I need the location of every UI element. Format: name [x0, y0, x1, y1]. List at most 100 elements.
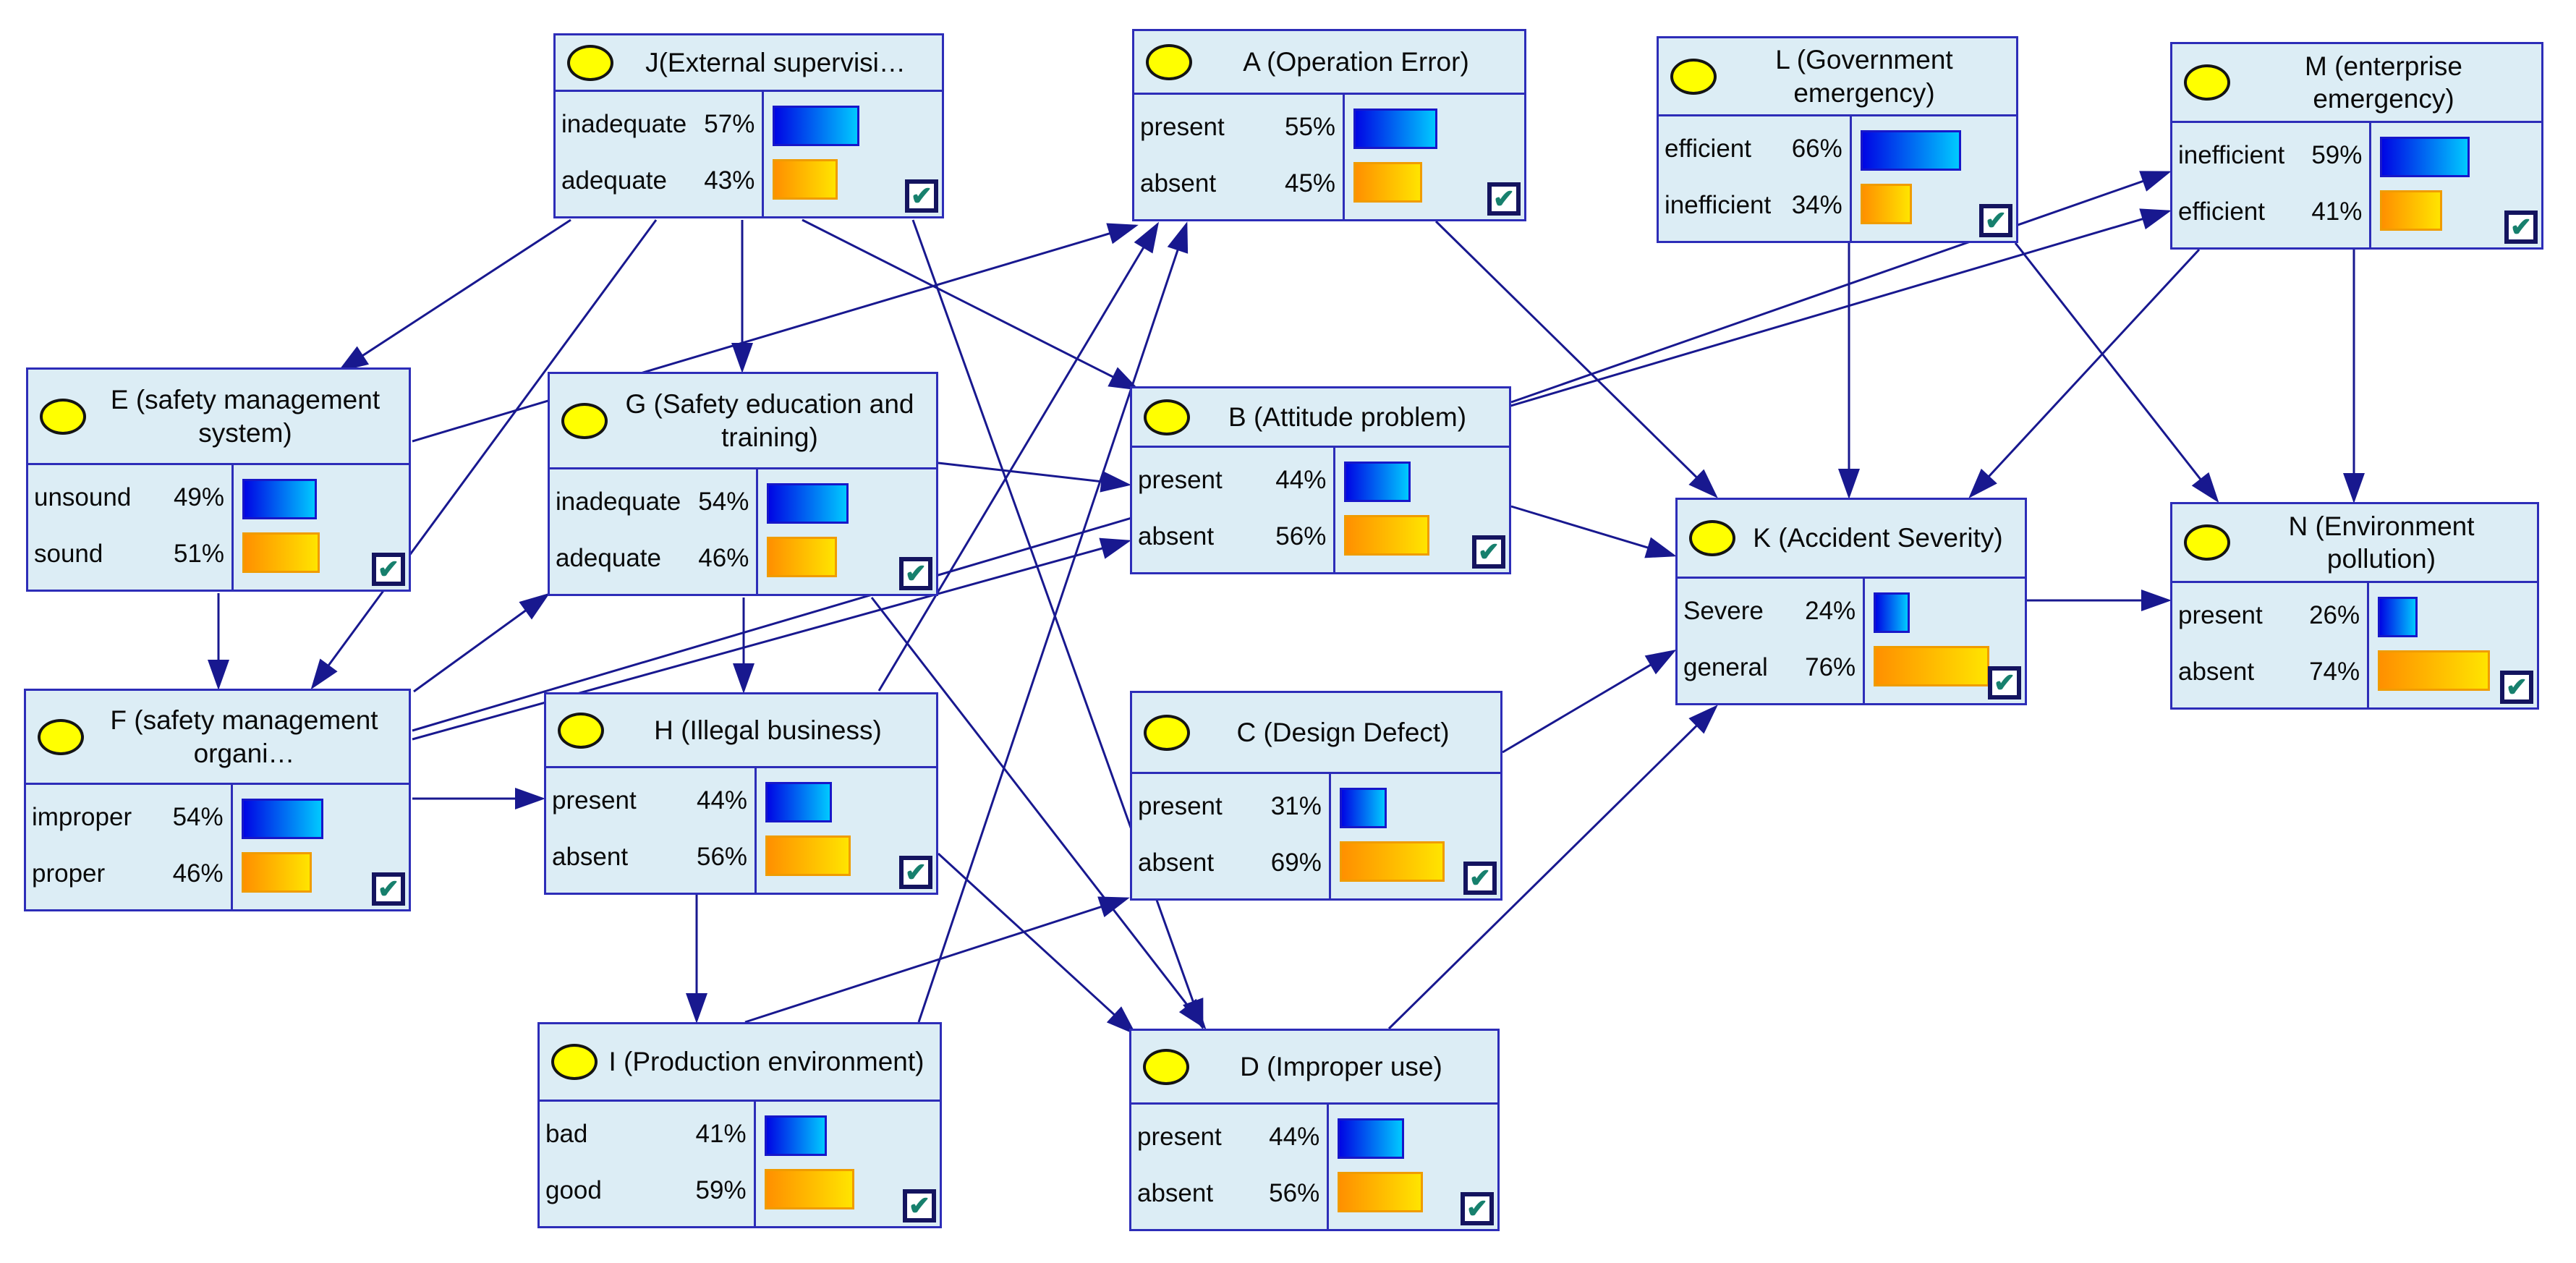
checkmark-icon: ✔ — [1984, 205, 2007, 235]
state-row: absent 56% — [552, 843, 747, 872]
state-label: good — [545, 1176, 602, 1204]
bn-node-K[interactable]: K (Accident Severity) Severe 24% general… — [1675, 498, 2027, 705]
probability-bar-blue — [1339, 788, 1387, 828]
probability-bar-orange — [1344, 515, 1430, 556]
edge-H-D — [937, 852, 1136, 1035]
node-state-oval-icon — [38, 718, 84, 755]
node-title: A (Operation Error) — [1243, 46, 1469, 77]
state-percent: 66% — [1791, 135, 1842, 163]
state-label: adequate — [561, 166, 667, 195]
node-checkbox[interactable]: ✔ — [903, 1189, 936, 1222]
node-states-area: present 55% absent 45% — [1134, 95, 1524, 219]
state-bars-column — [757, 768, 936, 893]
bn-node-J[interactable]: J(External supervisi… inadequate 57% ade… — [553, 33, 944, 218]
node-checkbox[interactable]: ✔ — [1461, 1192, 1494, 1225]
state-percent: 55% — [1284, 113, 1336, 141]
state-row: present 44% — [1137, 1123, 1319, 1152]
node-checkbox[interactable]: ✔ — [2500, 671, 2533, 704]
state-labels-column: improper 54% proper 46% — [26, 785, 233, 909]
bn-node-D[interactable]: D (Improper use) present 44% absent 56% … — [1129, 1029, 1500, 1231]
state-row: improper 54% — [32, 803, 224, 832]
node-checkbox[interactable]: ✔ — [905, 179, 938, 213]
state-label: adequate — [556, 544, 661, 572]
node-state-oval-icon — [2184, 64, 2230, 101]
bn-node-N[interactable]: N (Environment pollution) present 26% ab… — [2170, 502, 2539, 710]
state-percent: 44% — [1275, 466, 1327, 494]
node-checkbox[interactable]: ✔ — [372, 872, 405, 906]
state-row: inadequate 57% — [561, 110, 754, 139]
state-percent: 56% — [696, 843, 748, 871]
state-percent: 34% — [1791, 191, 1842, 219]
state-label: sound — [34, 540, 103, 568]
node-title-bar: D (Improper use) — [1131, 1031, 1497, 1105]
state-bars-column — [764, 92, 942, 216]
node-state-oval-icon — [1689, 520, 1735, 556]
bn-node-I[interactable]: I (Production environment) bad 41% good … — [537, 1022, 942, 1228]
node-states-area: present 44% absent 56% — [1131, 1105, 1497, 1229]
node-checkbox[interactable]: ✔ — [2504, 210, 2538, 244]
probability-bar-orange — [1338, 1172, 1424, 1212]
bn-node-L[interactable]: L (Government emergency) efficient 66% i… — [1657, 36, 2018, 243]
edge-B-M — [1510, 171, 2172, 404]
state-percent: 76% — [1805, 653, 1856, 681]
state-row: absent 69% — [1138, 849, 1322, 877]
state-label: general — [1683, 653, 1768, 681]
node-title-bar: A (Operation Error) — [1134, 31, 1524, 95]
bn-node-M[interactable]: M (enterprise emergency) inefficient 59%… — [2170, 42, 2543, 250]
node-states-area: unsound 49% sound 51% — [28, 465, 409, 590]
node-states-area: inadequate 57% adequate 43% — [556, 92, 942, 216]
state-percent: 56% — [1269, 1179, 1320, 1207]
node-checkbox[interactable]: ✔ — [1487, 182, 1521, 216]
state-percent: 43% — [704, 166, 755, 195]
state-labels-column: inefficient 59% efficient 41% — [2172, 123, 2372, 247]
node-title: H (Illegal business) — [654, 715, 882, 745]
state-row: good 59% — [545, 1176, 747, 1205]
node-checkbox[interactable]: ✔ — [1979, 204, 2012, 237]
edge-A-K — [1434, 220, 1718, 498]
edge-J-F — [310, 219, 658, 690]
node-checkbox[interactable]: ✔ — [1472, 535, 1505, 569]
node-title: J(External supervisi… — [645, 47, 906, 77]
state-label: unsound — [34, 483, 132, 511]
state-labels-column: present 31% absent 69% — [1132, 774, 1331, 898]
node-title: C (Design Defect) — [1236, 717, 1450, 747]
checkmark-icon: ✔ — [908, 1191, 931, 1220]
node-title-bar: M (enterprise emergency) — [2172, 44, 2541, 123]
bn-node-F[interactable]: F (safety management organi… improper 54… — [24, 689, 411, 911]
probability-bar-blue — [764, 1115, 827, 1156]
probability-bar-blue — [1860, 130, 1961, 171]
state-percent: 59% — [695, 1176, 747, 1204]
bn-node-G[interactable]: G (Safety education and training) inadeq… — [548, 372, 938, 596]
bn-node-C[interactable]: C (Design Defect) present 31% absent 69%… — [1130, 691, 1502, 901]
probability-bar-orange — [773, 159, 838, 200]
bn-node-H[interactable]: H (Illegal business) present 44% absent … — [544, 692, 938, 895]
state-bars-column — [2371, 123, 2541, 247]
state-percent: 74% — [2309, 658, 2360, 686]
node-checkbox[interactable]: ✔ — [372, 553, 405, 586]
node-states-area: bad 41% good 59% — [540, 1102, 940, 1226]
bn-node-A[interactable]: A (Operation Error) present 55% absent 4… — [1132, 29, 1526, 221]
checkmark-icon: ✔ — [904, 857, 927, 887]
edge-B-K — [1510, 505, 1677, 558]
probability-bar-blue — [1344, 462, 1411, 502]
state-labels-column: inadequate 54% adequate 46% — [550, 469, 759, 594]
node-title-bar: H (Illegal business) — [546, 694, 936, 768]
state-label: inefficient — [1665, 191, 1772, 219]
state-bars-column — [1345, 95, 1524, 219]
node-checkbox[interactable]: ✔ — [899, 557, 932, 590]
state-labels-column: present 44% absent 56% — [1132, 448, 1336, 572]
node-states-area: inadequate 54% adequate 46% — [550, 469, 936, 594]
edge-G-D — [870, 597, 1207, 1030]
state-label: absent — [1138, 849, 1215, 877]
node-title: L (Government emergency) — [1775, 45, 1953, 108]
node-states-area: present 44% absent 56% — [546, 768, 936, 893]
probability-bar-blue — [241, 799, 323, 839]
node-checkbox[interactable]: ✔ — [899, 856, 932, 889]
bn-node-E[interactable]: E (safety management system) unsound 49%… — [26, 367, 411, 592]
probability-bar-blue — [2380, 137, 2470, 177]
bn-node-B[interactable]: B (Attitude problem) present 44% absent … — [1130, 386, 1511, 574]
node-checkbox[interactable]: ✔ — [1463, 862, 1497, 895]
state-label: absent — [1138, 522, 1215, 550]
node-state-oval-icon — [558, 712, 604, 749]
node-checkbox[interactable]: ✔ — [1988, 666, 2021, 699]
